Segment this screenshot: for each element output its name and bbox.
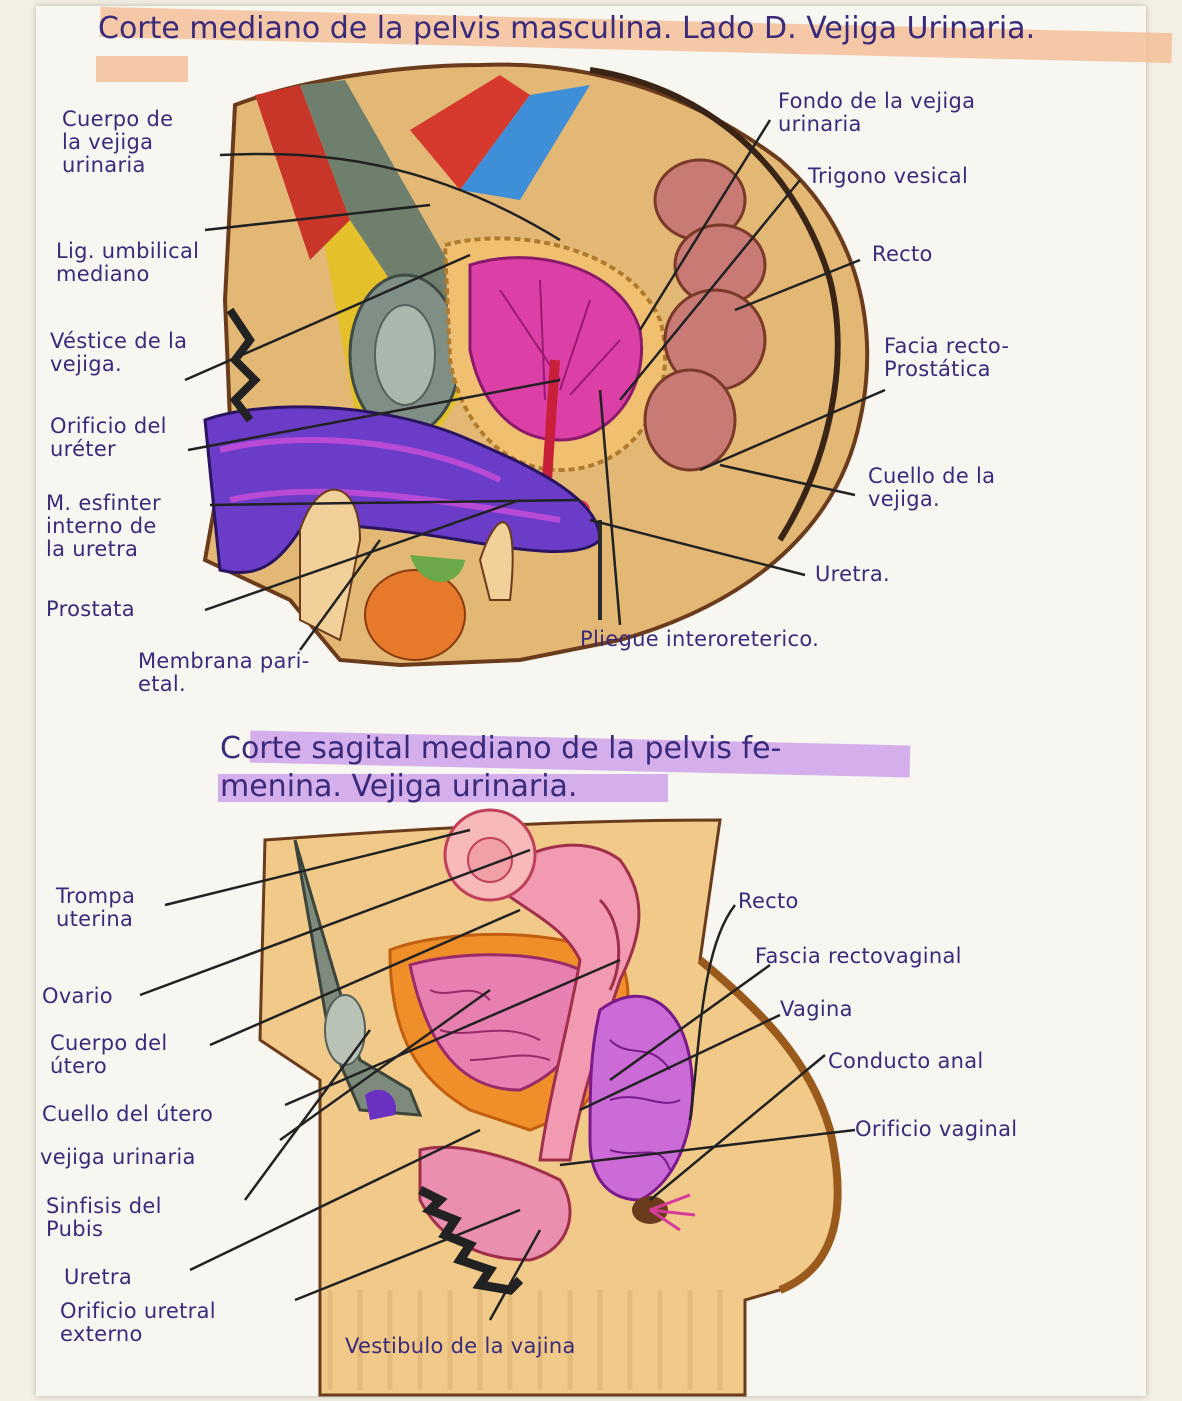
label-uretra-f: Uretra [64, 1266, 132, 1289]
label-recto-m: Recto [872, 243, 933, 266]
label-pliegue: Pliegue interoreterico. [580, 628, 819, 651]
label-orificio-ureter: Orificio del uréter [50, 415, 167, 461]
label-vestibulo: Vestibulo de la vajina [345, 1335, 576, 1358]
label-trompa: Trompa uterina [56, 885, 135, 931]
label-lig-umbilical: Lig. umbilical mediano [56, 240, 199, 286]
label-trigono: Trigono vesical [808, 165, 968, 188]
label-conducto: Conducto anal [828, 1050, 984, 1073]
label-esfinter: M. esfinter interno de la uretra [46, 492, 161, 561]
label-cuerpo-utero: Cuerpo del útero [50, 1032, 167, 1078]
label-ovario: Ovario [42, 985, 113, 1008]
label-fondo: Fondo de la vejiga urinaria [778, 90, 975, 136]
label-vertice: Véstice de la vejiga. [50, 330, 187, 376]
label-orificio-uretral: Orificio uretral externo [60, 1300, 216, 1346]
label-orificio-vaginal: Orificio vaginal [855, 1118, 1017, 1141]
label-vagina: Vagina [780, 998, 853, 1021]
label-recto-f: Recto [738, 890, 799, 913]
male-diagram-title: Corte mediano de la pelvis masculina. La… [98, 10, 1168, 48]
label-cuerpo-vejiga: Cuerpo de la vejiga urinaria [62, 108, 173, 177]
female-diagram-title: Corte sagital mediano de la pelvis fe- m… [220, 730, 781, 805]
title-highlight-orange-2 [96, 56, 188, 82]
label-fascia: Fascia rectovaginal [755, 945, 962, 968]
label-cuello-vejiga: Cuello de la vejiga. [868, 465, 995, 511]
label-facia: Facia recto- Prostática [884, 335, 1009, 381]
label-uretra-m: Uretra. [815, 563, 890, 586]
label-sinfisis: Sinfisis del Pubis [46, 1195, 162, 1241]
label-prostata: Prostata [46, 598, 135, 621]
label-vejiga-f: vejiga urinaria [40, 1146, 196, 1169]
label-membrana: Membrana pari- etal. [138, 650, 310, 696]
label-cuello-utero: Cuello del útero [42, 1103, 213, 1126]
